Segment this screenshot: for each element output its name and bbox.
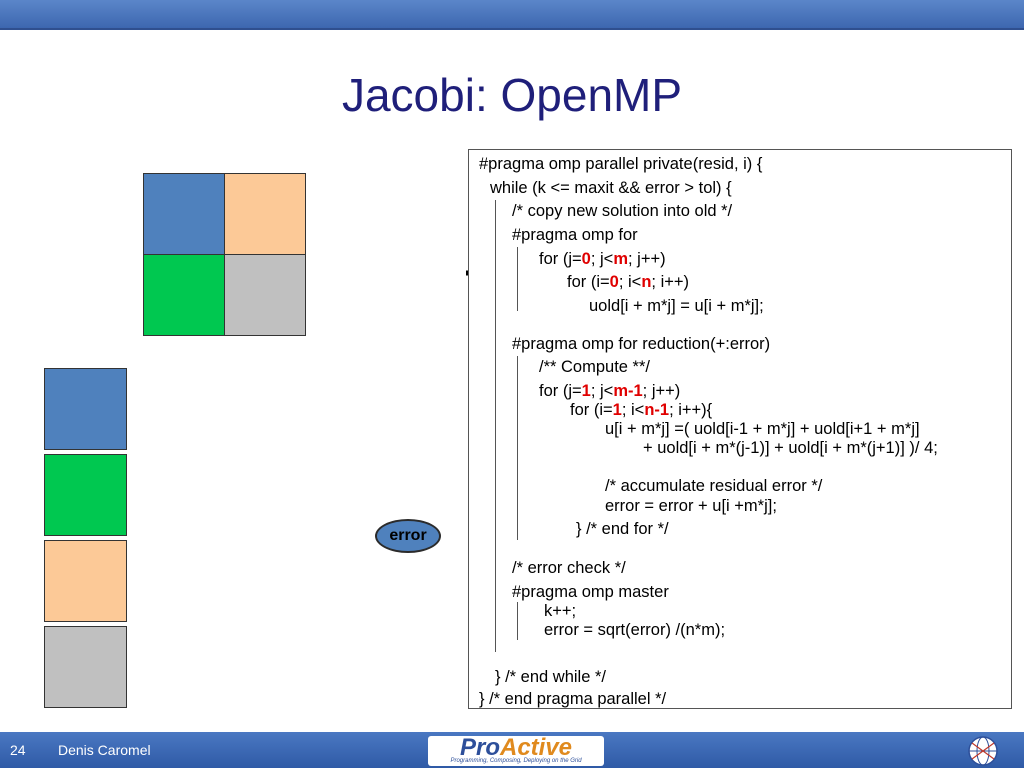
code-line: } /* end for */ (576, 520, 669, 538)
code-line: while (k <= maxit && error > tol) { (490, 179, 732, 197)
block-guide-line (517, 247, 518, 311)
slide-title: Jacobi: OpenMP (341, 69, 683, 121)
block-guide-line (517, 602, 518, 640)
grid-block-blue (143, 173, 225, 255)
code-line: #pragma omp master (512, 583, 669, 601)
page-number: 24 (10, 742, 26, 758)
code-line: } /* end pragma parallel */ (479, 690, 667, 708)
block-guide-line (517, 356, 518, 540)
code-line: for (i=1; i<n-1; i++){ (570, 401, 713, 419)
code-line: error = sqrt(error) /(n*m); (544, 621, 726, 639)
block-guide-line (495, 200, 496, 652)
code-line: k++; (544, 602, 577, 620)
stack-block-peach (44, 540, 127, 622)
grid-block-peach (224, 173, 306, 255)
code-line: u[i + m*j] =( uold[i-1 + m*j] + uold[i+1… (605, 420, 920, 438)
code-line: /* copy new solution into old */ (512, 202, 733, 220)
grid-block-green (143, 254, 225, 336)
code-line: } /* end while */ (495, 668, 606, 686)
code-line: /* accumulate residual error */ (605, 477, 823, 495)
stack-block-green (44, 454, 127, 536)
code-line: /* error check */ (512, 559, 626, 577)
code-line: #pragma omp for (512, 226, 638, 244)
top-banner (0, 0, 1024, 30)
code-line: /** Compute **/ (539, 358, 650, 376)
code-line: error = error + u[i +m*j]; (605, 497, 777, 515)
code-line: + uold[i + m*(j-1)] + uold[i + m*(j+1)] … (643, 439, 938, 457)
code-line: for (j=1; j<m-1; j++) (539, 382, 681, 400)
proactive-logo: ProActive Programming, Composing, Deploy… (428, 734, 604, 766)
code-panel: #pragma omp parallel private(resid, i) {… (468, 149, 1012, 709)
stack-block-gray (44, 626, 127, 708)
error-variable-bubble: error (375, 519, 441, 553)
globe-logo-icon (968, 736, 998, 766)
author-name: Denis Caromel (58, 742, 151, 758)
code-line: uold[i + m*j] = u[i + m*j]; (589, 297, 764, 315)
stack-block-blue (44, 368, 127, 450)
code-line: #pragma omp for reduction(+:error) (512, 335, 771, 353)
code-line: #pragma omp parallel private(resid, i) { (479, 155, 763, 173)
grid-block-gray (224, 254, 306, 336)
code-line: for (j=0; j<m; j++) (539, 250, 666, 268)
code-line: for (i=0; i<n; i++) (567, 273, 690, 291)
